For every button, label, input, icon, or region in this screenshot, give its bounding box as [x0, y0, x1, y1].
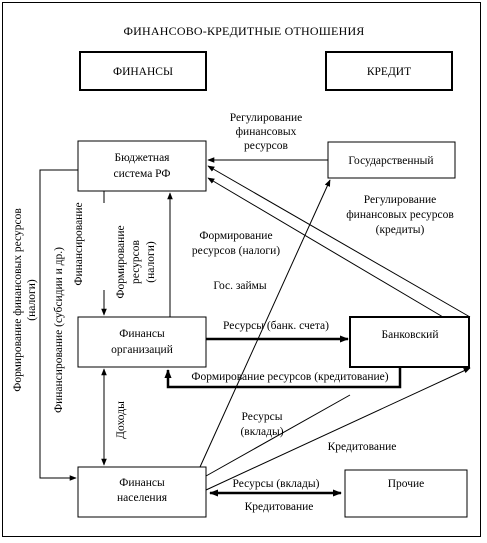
label-resources-bank-accounts: Ресурсы (банк. счета)	[223, 320, 329, 332]
label-formation-crediting: Формирование ресурсов (кредитование)	[191, 371, 388, 383]
label-formation-taxes-1: Формирование	[199, 230, 272, 242]
arrow-population-to-bank	[205, 367, 471, 491]
label-resources-deposits-2: (вклады)	[240, 426, 283, 438]
arrow-bank-to-budget-a	[207, 165, 471, 318]
node-state-credit: Государственный	[327, 141, 456, 179]
node-bank-label: Банковский	[382, 329, 439, 341]
label-regulation-credit-3: (кредиты)	[376, 224, 425, 236]
node-budget-line1: Бюджетная	[115, 152, 171, 164]
credit-header: КРЕДИТ	[325, 51, 453, 91]
node-population-line1: Финансы	[119, 477, 165, 489]
arrow-budget-population-loop	[39, 169, 78, 481]
label-crediting-lower: Кредитование	[245, 501, 314, 513]
label-resources-deposits-inline: Ресурсы (вклады)	[233, 478, 320, 490]
label-regulation-credit-2: финансовых ресурсов	[346, 209, 454, 221]
node-org-line2: организаций	[111, 344, 173, 356]
node-org-finance: Финансы организаций	[77, 316, 207, 368]
label-formation-taxes-2: ресурсов (налоги)	[192, 245, 280, 257]
node-other-credit: Прочие	[344, 469, 468, 518]
node-other-label: Прочие	[388, 478, 425, 490]
label-crediting-upper: Кредитование	[328, 441, 397, 453]
arrow-population-to-state	[199, 179, 331, 468]
vlabel-formation-taxes-2: ресурсов	[130, 239, 142, 283]
label-regulation-fin-1: Регулирование	[230, 112, 303, 124]
credit-header-label: КРЕДИТ	[367, 66, 411, 78]
label-regulation-fin-3: ресурсов	[244, 140, 288, 152]
node-budget-system: Бюджетная система РФ	[77, 140, 207, 192]
node-state-label: Государственный	[348, 155, 433, 167]
label-regulation-fin-2: финансовых	[236, 126, 297, 138]
node-budget-line2: система РФ	[114, 168, 171, 180]
vlabel-financing-subsidies: Финансирование (субсидии и др.)	[53, 247, 65, 413]
vlabel-formation-fin-1: Формирование финансовых ресурсов	[12, 208, 24, 392]
node-population-finance: Финансы населения	[77, 466, 207, 518]
label-regulation-credit-1: Регулирование	[364, 194, 437, 206]
vlabel-income: Доходы	[115, 401, 127, 439]
diagram-title: ФИНАНСОВО-КРЕДИТНЫЕ ОТНОШЕНИЯ	[123, 24, 364, 38]
vlabel-formation-fin-2: (налоги)	[26, 279, 38, 321]
vlabel-formation-taxes-1: Формирование	[115, 225, 127, 298]
finance-header-label: ФИНАНСЫ	[113, 66, 173, 78]
line-population-to-bank-a	[205, 394, 351, 477]
arrow-bank-to-org	[164, 367, 402, 389]
vlabel-formation-taxes-3: (налоги)	[145, 241, 157, 283]
arrow-bank-to-budget-b	[207, 177, 444, 318]
label-gov-loans: Гос. займы	[213, 280, 267, 292]
vlabel-financing: Финансирование	[73, 202, 85, 285]
label-resources-deposits-1: Ресурсы	[242, 411, 283, 423]
diagram-frame	[2, 2, 481, 537]
finance-header: ФИНАНСЫ	[79, 51, 207, 91]
node-population-line2: населения	[117, 492, 168, 504]
node-banking: Банковский	[349, 316, 470, 368]
node-org-line1: Финансы	[119, 328, 165, 340]
